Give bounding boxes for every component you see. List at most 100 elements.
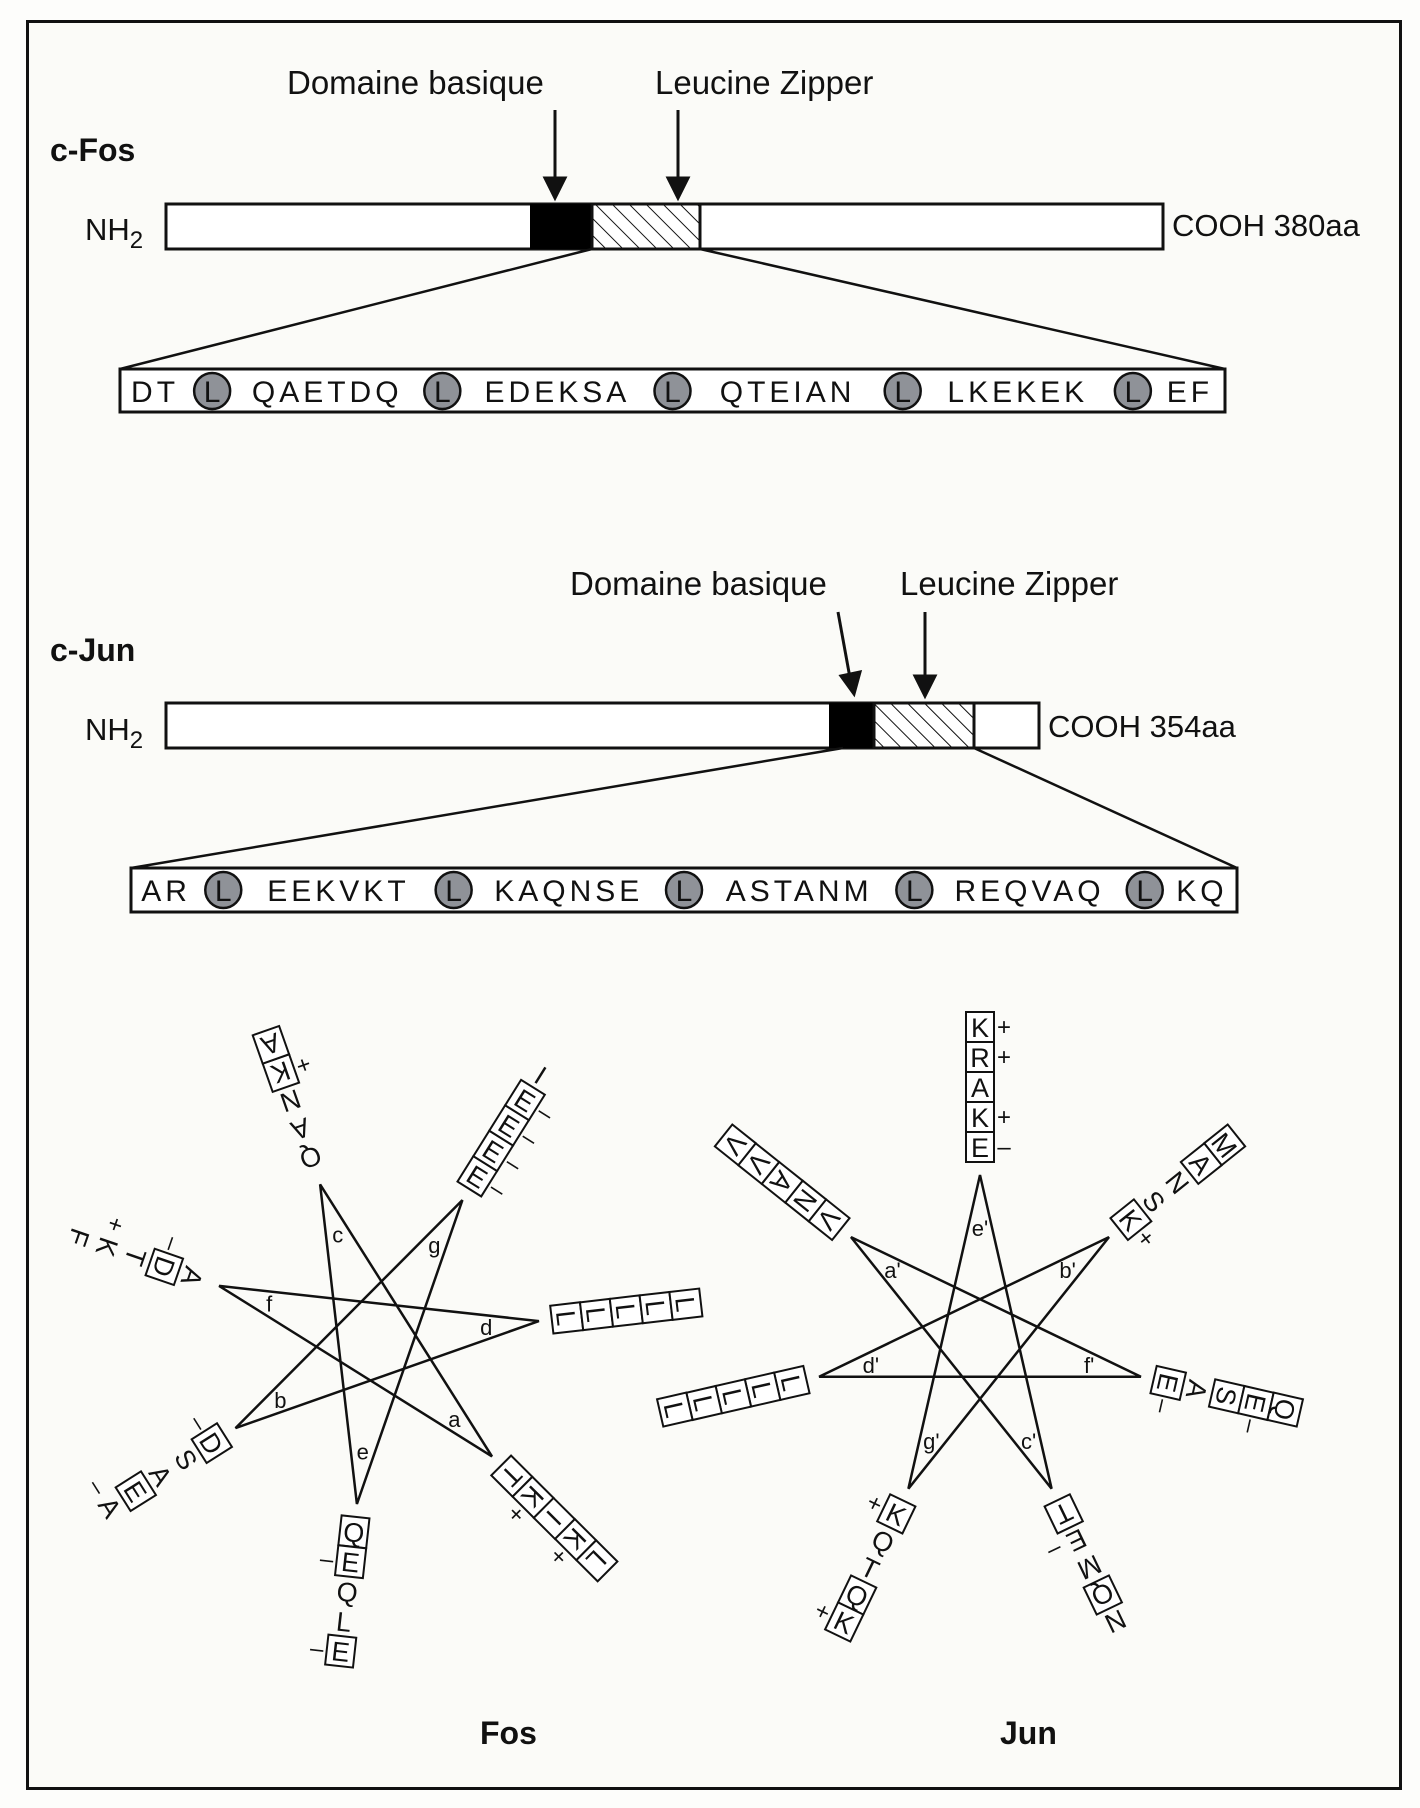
jun-arrows — [836, 611, 938, 700]
jun-residue-letter: L — [658, 1399, 691, 1420]
jun-position-label: b' — [1059, 1258, 1075, 1283]
jun-residue-box — [965, 1101, 995, 1133]
jun-residue-letter: E — [971, 1133, 989, 1163]
fos-residue-letter: Q — [342, 1517, 366, 1549]
fos-residue-box — [574, 1538, 619, 1583]
jun-wheel-star — [818, 1174, 1142, 1490]
jun-residue-letter: L — [745, 1379, 778, 1400]
fos-basic-domain-block — [530, 204, 592, 249]
fos-gene-sequence-segment: QTEIAN — [720, 376, 856, 409]
fos-residue: E– — [319, 1544, 368, 1580]
jun-residue-box — [1109, 1197, 1153, 1242]
jun-residue: L — [772, 1364, 811, 1402]
fos-wheel-star — [218, 1183, 540, 1505]
jun-gene-sequence-segment: AR — [141, 875, 191, 908]
jun-gene-leucine-label: L — [445, 875, 462, 908]
fos-residue-letter: L — [550, 1309, 582, 1327]
fos-gene-leucine-circle — [1113, 371, 1153, 411]
fos-position-label: g — [428, 1233, 440, 1258]
jun-gene-leucine-label: L — [1136, 875, 1153, 908]
jun-residue: Q — [1266, 1391, 1305, 1428]
jun-zipper-label: Leucine Zipper — [900, 565, 1118, 602]
jun-gene-sequence-segment: REQVAQ — [954, 875, 1104, 908]
fos-position-label: f — [266, 1291, 273, 1316]
fos-residue-box — [668, 1287, 704, 1321]
jun-charge-mark: – — [1148, 1397, 1177, 1417]
jun-residue: L — [714, 1378, 753, 1415]
fos-position-label: a — [448, 1407, 461, 1432]
jun-charge-mark: + — [997, 1014, 1011, 1041]
fos-residue-letter: L — [669, 1295, 701, 1313]
jun-residue-box — [965, 1131, 995, 1163]
fos-position-label: d — [480, 1315, 492, 1340]
fos-basic-arrowhead-icon — [542, 176, 568, 202]
jun-residue-letter: K — [971, 1013, 989, 1043]
jun-charge-mark: – — [1235, 1417, 1264, 1437]
fos-residue: F — [61, 1224, 95, 1249]
fos-residue-letter: L — [610, 1302, 642, 1320]
fos-residue-letter: F — [61, 1224, 95, 1249]
fos-residue: E– — [309, 1633, 358, 1669]
fos-gene-leucine-label: L — [434, 376, 451, 409]
fos-residue: Q — [337, 1514, 371, 1550]
fos-residue-letter: E — [330, 1636, 351, 1668]
jun-charge-mark: – — [1043, 1536, 1067, 1566]
jun-residue-box — [1043, 1492, 1085, 1535]
fos-position-label: c — [332, 1222, 343, 1247]
fos-position-label: b — [274, 1388, 286, 1413]
fos-gene-sequence-segment: LKEKEK — [947, 376, 1088, 409]
fos-gene-name: c-Fos — [50, 132, 135, 168]
jun-zoom-line-left — [130, 746, 844, 870]
jun-gene-sequence-segment: KQ — [1176, 875, 1227, 908]
fos-gene-sequence-segment: EDEKSA — [485, 376, 631, 409]
fos-residue-letter: L — [580, 1305, 612, 1323]
fos-gene-leucine-circle — [653, 371, 692, 411]
fos-gene-leucine-circle — [423, 371, 462, 411]
jun-residue-box — [655, 1391, 694, 1428]
fos-gene-leucine-label: L — [1125, 376, 1142, 409]
jun-residue: L — [685, 1384, 724, 1422]
jun-spoke-fp: E–ASE–Q — [1148, 1364, 1305, 1437]
jun-c-terminus: COOH 354aa — [1048, 709, 1237, 744]
jun-position-label: g' — [923, 1429, 939, 1454]
fos-residue: E– — [503, 1078, 558, 1128]
fos-residue: L — [668, 1287, 704, 1321]
fos-residue: L — [549, 1301, 585, 1335]
fos-charge-mark: + — [100, 1213, 130, 1235]
fos-residue: A — [251, 1024, 291, 1065]
fos-zoom-line-right — [699, 247, 1226, 371]
fos-zoom-line-left — [119, 247, 593, 371]
jun-position-label: e' — [972, 1216, 988, 1241]
fos-gene-leucine-circle — [192, 371, 232, 411]
fos-charge-mark: – — [309, 1635, 326, 1663]
jun-gene-diagram: c-Jun Domaine basique Leucine Zipper NH2… — [50, 565, 1239, 914]
jun-spoke-cp: TE–MQN — [1043, 1492, 1131, 1639]
jun-helical-wheel: e'E–K+AR+K+b'K+SNAMf'E–ASE–Qc'TE–MQNg'K+… — [655, 1011, 1305, 1643]
fos-spoke-g: E–E–E–E–I — [456, 1061, 558, 1205]
fos-gene-sequence-segment: QAETDQ — [252, 376, 403, 409]
fos-residue-box — [251, 1024, 291, 1065]
jun-gene-sequence-segment: ASTANM — [726, 875, 873, 908]
jun-gene-sequence-segment: KAQNSE — [494, 875, 643, 908]
jun-gene-leucine-label: L — [676, 875, 693, 908]
jun-residue: E– — [965, 1131, 1011, 1163]
fos-zipper-label: Leucine Zipper — [655, 64, 873, 101]
jun-residue-box — [875, 1492, 917, 1535]
fos-gene-leucine-label: L — [204, 376, 221, 409]
jun-wheel-title: Jun — [1000, 1715, 1057, 1751]
jun-gene-leucine-circle — [895, 870, 934, 910]
jun-gene-leucine-circle — [1125, 870, 1164, 910]
jun-residue-letter: L — [775, 1372, 808, 1393]
fos-residue-letter: Q — [335, 1576, 359, 1608]
fos-residue-box — [114, 1469, 158, 1513]
fos-gene-sequence-segment: DT — [131, 376, 179, 409]
jun-spoke-ep: E–K+AR+K+ — [965, 1011, 1011, 1163]
jun-residue-box — [1202, 1123, 1247, 1167]
jun-basic-arrowhead-icon — [838, 670, 863, 698]
